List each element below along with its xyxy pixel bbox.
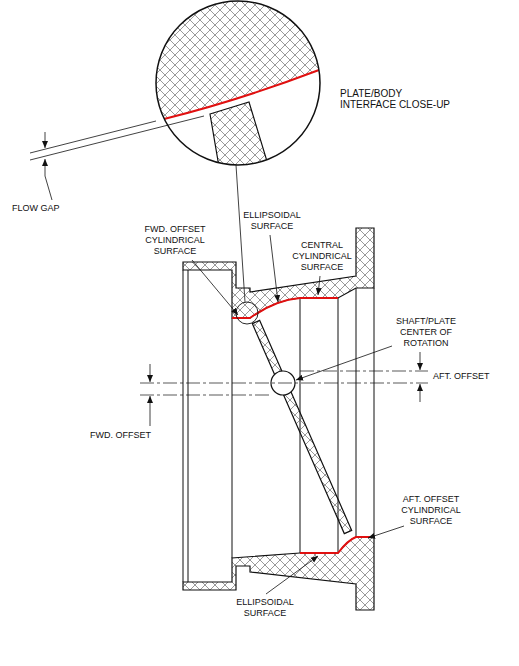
surface-label: FWD. OFFSET CYLINDRICAL SURFACE — [142, 224, 208, 257]
rotation-label: SHAFT/PLATE CENTER OF ROTATION — [388, 316, 464, 349]
detail-leader — [236, 165, 245, 302]
detail-callout-circle — [236, 302, 258, 324]
dimension-label: FWD. OFFSET — [90, 430, 160, 441]
bore-edges — [183, 270, 374, 582]
surface-label: ELLIPSOIDAL SURFACE — [239, 210, 305, 232]
leader-lines — [192, 235, 404, 594]
valve-body — [183, 228, 374, 610]
disc-plate — [252, 320, 351, 533]
offset-dimensions — [150, 352, 420, 426]
dimension-label: FLOW GAP — [12, 203, 82, 214]
detail-title: PLATE/BODY INTERFACE CLOSE-UP — [340, 88, 452, 110]
surface-label: AFT. OFFSET CYLINDRICAL SURFACE — [398, 494, 464, 527]
surface-label: ELLIPSOIDAL SURFACE — [232, 597, 298, 619]
surface-label: CENTRAL CYLINDRICAL SURFACE — [289, 240, 355, 273]
close-up-circle — [156, 1, 320, 165]
dimension-label: AFT. OFFSET — [433, 371, 503, 382]
centerlines — [140, 371, 428, 395]
sealing-surfaces — [232, 298, 374, 553]
flow-gap-dimension — [30, 116, 204, 200]
